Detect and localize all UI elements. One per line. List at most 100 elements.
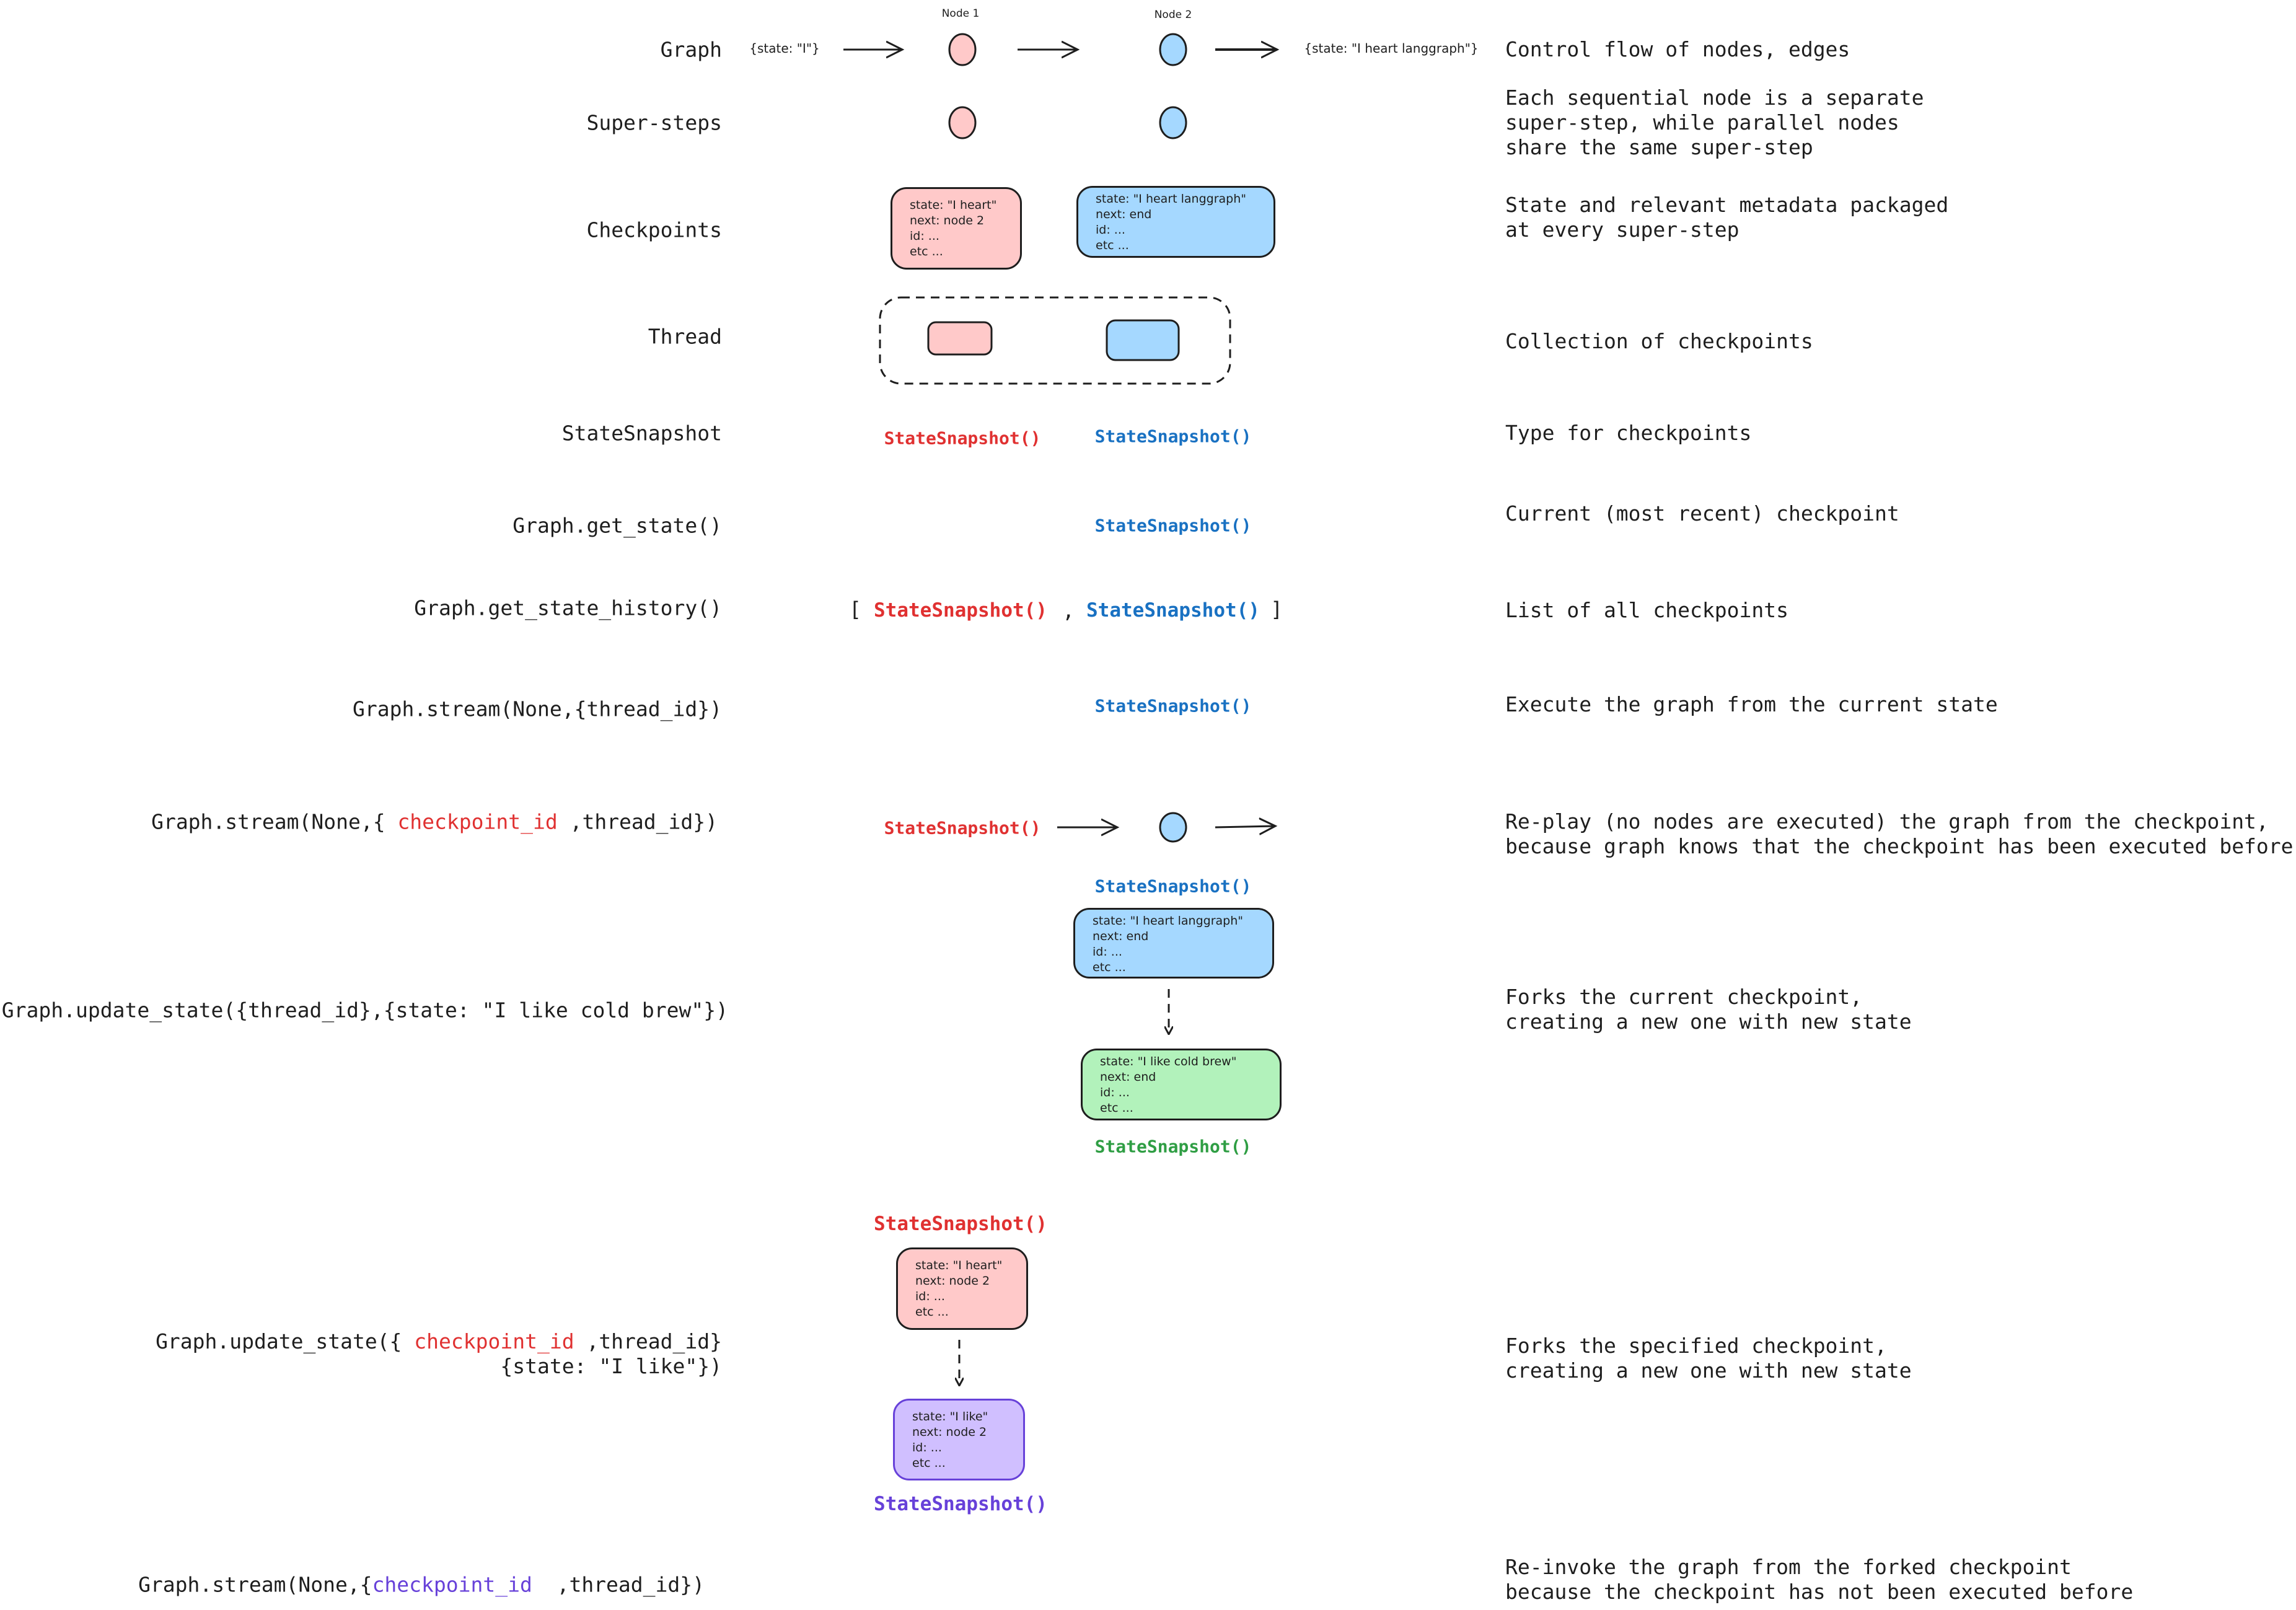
- checkpoint-field: etc ...: [1100, 1101, 1133, 1115]
- update-current-snapshot: StateSnapshot(): [1094, 876, 1252, 897]
- label-stream-checkpoint: Graph.stream(None,{ checkpoint_id ,threa…: [151, 810, 718, 834]
- desc-update-state-checkpoint: Forks the specified checkpoint,creating …: [1505, 1334, 1912, 1383]
- checkpoint-specified: state: "I heart" next: node 2 id: ... etc .…: [896, 1247, 1028, 1330]
- label-part: Graph.stream(None,{: [151, 809, 398, 834]
- checkpoint-id-token: checkpoint_id: [372, 1572, 532, 1597]
- thread-container: [879, 296, 1231, 385]
- desc-line: super-step, while parallel nodes: [1505, 110, 1899, 134]
- desc-line: Collection of checkpoints: [1505, 329, 1813, 353]
- superstep2-circle: [1159, 106, 1187, 139]
- desc-line: Current (most recent) checkpoint: [1505, 501, 1899, 526]
- checkpoint-field: etc ...: [915, 1305, 949, 1319]
- desc-line: because the checkpoint has not been exec…: [1505, 1580, 2134, 1604]
- checkpoint-field: next: node 2: [915, 1274, 990, 1288]
- checkpoint-field: state: "I heart": [915, 1259, 1003, 1272]
- checkpoint-field: id: ...: [1093, 945, 1122, 959]
- label-part: ,thread_id}: [574, 1329, 722, 1353]
- desc-get-state-history: List of all checkpoints: [1505, 598, 1788, 623]
- stream-snapshot: StateSnapshot(): [1094, 695, 1252, 716]
- checkpoint-field: next: end: [1100, 1070, 1156, 1084]
- desc-stream: Execute the graph from the current state: [1505, 692, 1998, 717]
- checkpoint-current: state: "I heart langgraph" next: end id: .…: [1073, 908, 1274, 979]
- label-thread: Thread: [648, 324, 722, 349]
- snapshot-red: StateSnapshot(): [884, 428, 1041, 449]
- label-line2: {state: "I like"}): [500, 1354, 722, 1378]
- history-separator: ,: [1062, 598, 1075, 623]
- desc-thread: Collection of checkpoints: [1505, 329, 1813, 354]
- desc-line: creating a new one with new state: [1505, 1358, 1912, 1383]
- desc-stream-forked: Re-invoke the graph from the forked chec…: [1505, 1555, 2133, 1604]
- desc-line: Each sequential node is a separate: [1505, 86, 1924, 110]
- desc-stream-checkpoint: Re-play (no nodes are executed) the grap…: [1505, 809, 2294, 859]
- checkpoint-forked-green: state: "I like cold brew" next: end id: ..…: [1081, 1049, 1282, 1120]
- history-snapshot-blue: StateSnapshot(): [1086, 599, 1260, 622]
- checkpoint-field: etc ...: [912, 1456, 946, 1470]
- history-close-bracket: ]: [1270, 597, 1283, 622]
- desc-update-state: Forks the current checkpoint,creating a …: [1505, 985, 1912, 1034]
- label-stream-forked: Graph.stream(None,{checkpoint_id ,thread…: [138, 1573, 705, 1597]
- node2-circle: [1159, 33, 1187, 66]
- checkpoint-field: state: "I like cold brew": [1100, 1055, 1237, 1068]
- get-state-snapshot: StateSnapshot(): [1094, 515, 1252, 536]
- desc-line: share the same super-step: [1505, 135, 1813, 159]
- checkpoint-field: next: end: [1096, 208, 1152, 221]
- arrow-replay-2: [1215, 826, 1275, 827]
- label-checkpoints: Checkpoints: [586, 218, 722, 242]
- checkpoint-field: id: ...: [910, 229, 939, 243]
- thread-checkpoint-2: [1106, 319, 1180, 361]
- label-part: ,thread_id}): [532, 1572, 705, 1597]
- checkpoint-forked-purple: state: "I like" next: node 2 id: ... etc ..…: [893, 1399, 1025, 1480]
- checkpoint-field: next: node 2: [912, 1425, 987, 1439]
- graph-output-state: {state: "I heart langgraph"}: [1304, 41, 1479, 56]
- desc-statesnapshot: Type for checkpoints: [1505, 421, 1751, 446]
- label-graph: Graph: [660, 37, 722, 62]
- label-stream: Graph.stream(None,{thread_id}): [352, 697, 722, 721]
- checkpoint-field: state: "I like": [912, 1410, 988, 1423]
- desc-line: Re-play (no nodes are executed) the grap…: [1505, 809, 2269, 834]
- forked-snapshot-purple: StateSnapshot(): [874, 1493, 1047, 1515]
- superstep1-circle: [948, 106, 977, 139]
- checkpoint-field: id: ...: [1100, 1086, 1130, 1099]
- desc-line: Type for checkpoints: [1505, 421, 1752, 445]
- checkpoint-field: next: node 2: [910, 214, 985, 227]
- desc-get-state: Current (most recent) checkpoint: [1505, 501, 1899, 526]
- desc-line: State and relevant metadata packaged: [1505, 193, 1949, 217]
- forked-snapshot-green: StateSnapshot(): [1094, 1136, 1252, 1157]
- node1-circle: [948, 33, 977, 66]
- desc-line: at every super-step: [1505, 218, 1740, 242]
- checkpoint-field: next: end: [1093, 930, 1149, 943]
- label-super-steps: Super-steps: [586, 110, 722, 135]
- checkpoint-field: id: ...: [915, 1290, 945, 1303]
- node2-label: Node 2: [1154, 9, 1192, 21]
- snapshot-blue: StateSnapshot(): [1094, 426, 1252, 447]
- desc-line: because graph knows that the checkpoint …: [1505, 834, 2294, 858]
- history-open-bracket: [: [849, 597, 861, 622]
- checkpoint-field: etc ...: [910, 245, 943, 258]
- desc-line: Re-invoke the graph from the forked chec…: [1505, 1555, 2072, 1579]
- checkpoint-node1: state: "I heart" next: node 2 id: ... etc .…: [891, 187, 1022, 270]
- desc-line: creating a new one with new state: [1505, 1010, 1912, 1034]
- checkpoint-id-token: checkpoint_id: [414, 1329, 574, 1353]
- label-part: ,thread_id}): [557, 809, 718, 834]
- checkpoint-id-token: checkpoint_id: [397, 809, 558, 834]
- graph-input-state: {state: "I"}: [749, 41, 820, 56]
- checkpoint-field: state: "I heart": [910, 198, 997, 212]
- desc-line: List of all checkpoints: [1505, 598, 1788, 622]
- label-update-state-checkpoint: Graph.update_state({ checkpoint_id ,thre…: [156, 1329, 722, 1379]
- desc-line: Control flow of nodes, edges: [1505, 37, 1850, 61]
- label-get-state: Graph.get_state(): [512, 513, 722, 538]
- checkpoint-field: id: ...: [912, 1441, 942, 1454]
- checkpoint-field: state: "I heart langgraph": [1093, 914, 1244, 928]
- node1-label: Node 1: [941, 7, 980, 20]
- label-part: Graph.update_state({: [156, 1329, 415, 1353]
- thread-checkpoint-1: [927, 321, 993, 356]
- replay-snapshot: StateSnapshot(): [884, 817, 1041, 838]
- checkpoint-field: etc ...: [1093, 961, 1126, 974]
- checkpoint-field: state: "I heart langgraph": [1096, 192, 1247, 206]
- label-get-state-history: Graph.get_state_history(): [414, 596, 722, 620]
- desc-line: Execute the graph from the current state: [1505, 692, 1998, 716]
